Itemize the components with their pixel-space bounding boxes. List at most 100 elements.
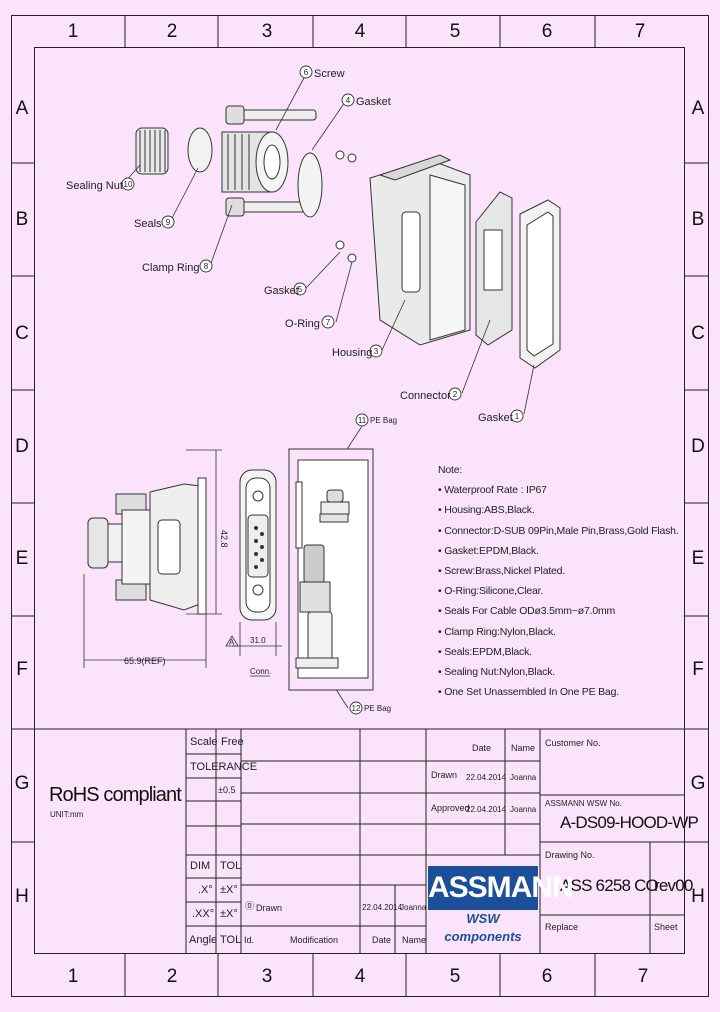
note-item: • Seals For Cable ODø3.5mm~ø7.0mm <box>438 605 616 618</box>
assmann-logo: ASSMANN WSW components <box>428 866 574 944</box>
rohs-label: RoHS compliant <box>49 784 182 806</box>
replace-label: Replace <box>545 922 579 932</box>
tolerance-label: TOLERANCE <box>190 761 258 773</box>
unit-label: UNIT:mm <box>50 810 84 819</box>
callout-11-num: 11 <box>358 416 367 425</box>
row-label-left-g: G <box>14 773 30 794</box>
col-label-bottom-6: 6 <box>541 966 553 987</box>
callout-seals-label: Seals <box>134 218 162 230</box>
row-label-left-c: C <box>15 323 29 344</box>
view-a-marker: A <box>229 638 235 647</box>
row-label-right-b: B <box>691 209 705 230</box>
logo-brand: ASSMANN <box>428 866 574 910</box>
row-label-right-c: C <box>691 323 705 344</box>
callout-screw-label: Screw <box>314 68 345 80</box>
row-label-left-d: D <box>15 436 29 457</box>
scale-value: Free <box>221 736 244 748</box>
dim-label: DIM <box>190 860 211 872</box>
date-header: Date <box>472 743 492 753</box>
callout-7-num: 7 <box>326 318 331 327</box>
gasket-4-part <box>297 152 323 218</box>
callout-gasket1-label: Gasket <box>478 412 513 424</box>
dim-length: 65.9(REF) <box>124 656 166 666</box>
callout-12-num: 12 <box>352 704 361 713</box>
note-item: • Sealing Nut:Nylon,Black. <box>438 666 555 679</box>
angle-tol: TOL <box>220 934 242 946</box>
note-item: • Housing:ABS,Black. <box>438 504 535 517</box>
exploded-view <box>135 105 561 369</box>
col-label-top-2: 2 <box>166 21 178 42</box>
pe-bag-view <box>288 448 374 691</box>
xx-label: .XX° <box>192 908 215 920</box>
dim-width: 31.0 <box>250 636 266 645</box>
note-item: • Screw:Brass,Nickel Plated. <box>438 565 566 578</box>
screw-parts <box>225 105 317 217</box>
rev-name: Joanna <box>400 903 427 912</box>
row-label-right-g: G <box>690 773 706 794</box>
callout-1-num: 1 <box>515 412 520 421</box>
approved-label: Approved <box>431 803 470 813</box>
rev-mark: ⓪ <box>245 901 255 911</box>
modification-label: Modification <box>290 935 339 945</box>
drawn-name: Joanna <box>510 773 537 782</box>
callout-2-num: 2 <box>453 390 458 399</box>
callout-oring-label: O-Ring <box>285 318 320 330</box>
customer-no-label: Customer No. <box>545 738 601 748</box>
approved-name: Joanna <box>510 805 537 814</box>
revision: rev00 <box>654 876 693 895</box>
drawing-number: ASS 6258 CO <box>560 876 659 895</box>
callout-clamp-ring-label: Clamp Ring <box>142 262 199 274</box>
name-col-label: Name <box>402 935 427 945</box>
connector-part <box>475 191 513 346</box>
col-label-top-1: 1 <box>67 21 79 42</box>
row-label-right-h: H <box>691 886 705 907</box>
housing-part <box>369 154 471 346</box>
part-number: A-DS09-HOOD-WP <box>560 813 699 832</box>
col-label-bottom-2: 2 <box>166 966 178 987</box>
front-view <box>239 469 277 621</box>
row-label-right-e: E <box>691 548 705 569</box>
callout-6-num: 6 <box>304 68 309 77</box>
drawing-no-label: Drawing No. <box>545 850 595 860</box>
seals-part <box>187 127 213 173</box>
sheet-label: Sheet <box>654 922 678 932</box>
col-label-bottom-3: 3 <box>261 966 273 987</box>
approved-date: 22.04.2014 <box>466 805 507 814</box>
callout-gasket5-label: Gasket <box>264 285 299 297</box>
col-label-bottom-7: 7 <box>637 966 649 987</box>
note-item: • Connector:D-SUB 09Pin,Male Pin,Brass,G… <box>438 524 679 537</box>
row-label-left-h: H <box>15 886 29 907</box>
row-label-left-a: A <box>15 98 29 119</box>
angle-label: Angle <box>189 934 218 946</box>
outer-frame <box>11 15 709 997</box>
note-item: • O-Ring:Silicone,Clear. <box>438 585 544 598</box>
row-label-left-b: B <box>15 209 29 230</box>
x-label: .X° <box>198 884 213 896</box>
col-label-top-6: 6 <box>541 21 553 42</box>
callout-gasket4-label: Gasket <box>356 96 391 108</box>
date-col-label: Date <box>372 935 392 945</box>
row-label-right-a: A <box>691 98 705 119</box>
id-label: Id. <box>244 935 255 945</box>
drawn-label: Drawn <box>431 770 458 780</box>
callout-sealing-nut-label: Sealing Nut <box>66 180 123 192</box>
callout-5-num: 5 <box>298 285 303 294</box>
col-label-top-4: 4 <box>354 21 366 42</box>
dim-height: 42.8 <box>219 530 229 548</box>
note-item: • Waterproof Rate : IP67 <box>438 484 547 497</box>
tolerance-value: ±0.5 <box>218 785 236 795</box>
side-view <box>87 477 207 615</box>
xx-value: ±X° <box>220 908 238 920</box>
callout-8-num: 8 <box>204 262 209 271</box>
rev-desc: Drawn <box>256 903 283 913</box>
name-header: Name <box>511 743 536 753</box>
note-item: • Gasket:EPDM,Black. <box>438 544 539 557</box>
callout-4-num: 4 <box>346 96 351 105</box>
note-item: • Seals:EPDM,Black. <box>438 645 532 658</box>
clamp-ring-part <box>221 131 289 193</box>
logo-sub: WSW components <box>444 911 522 944</box>
gasket-1-part <box>519 199 561 369</box>
callout-pe-bag-label: PE Bag <box>370 416 397 425</box>
